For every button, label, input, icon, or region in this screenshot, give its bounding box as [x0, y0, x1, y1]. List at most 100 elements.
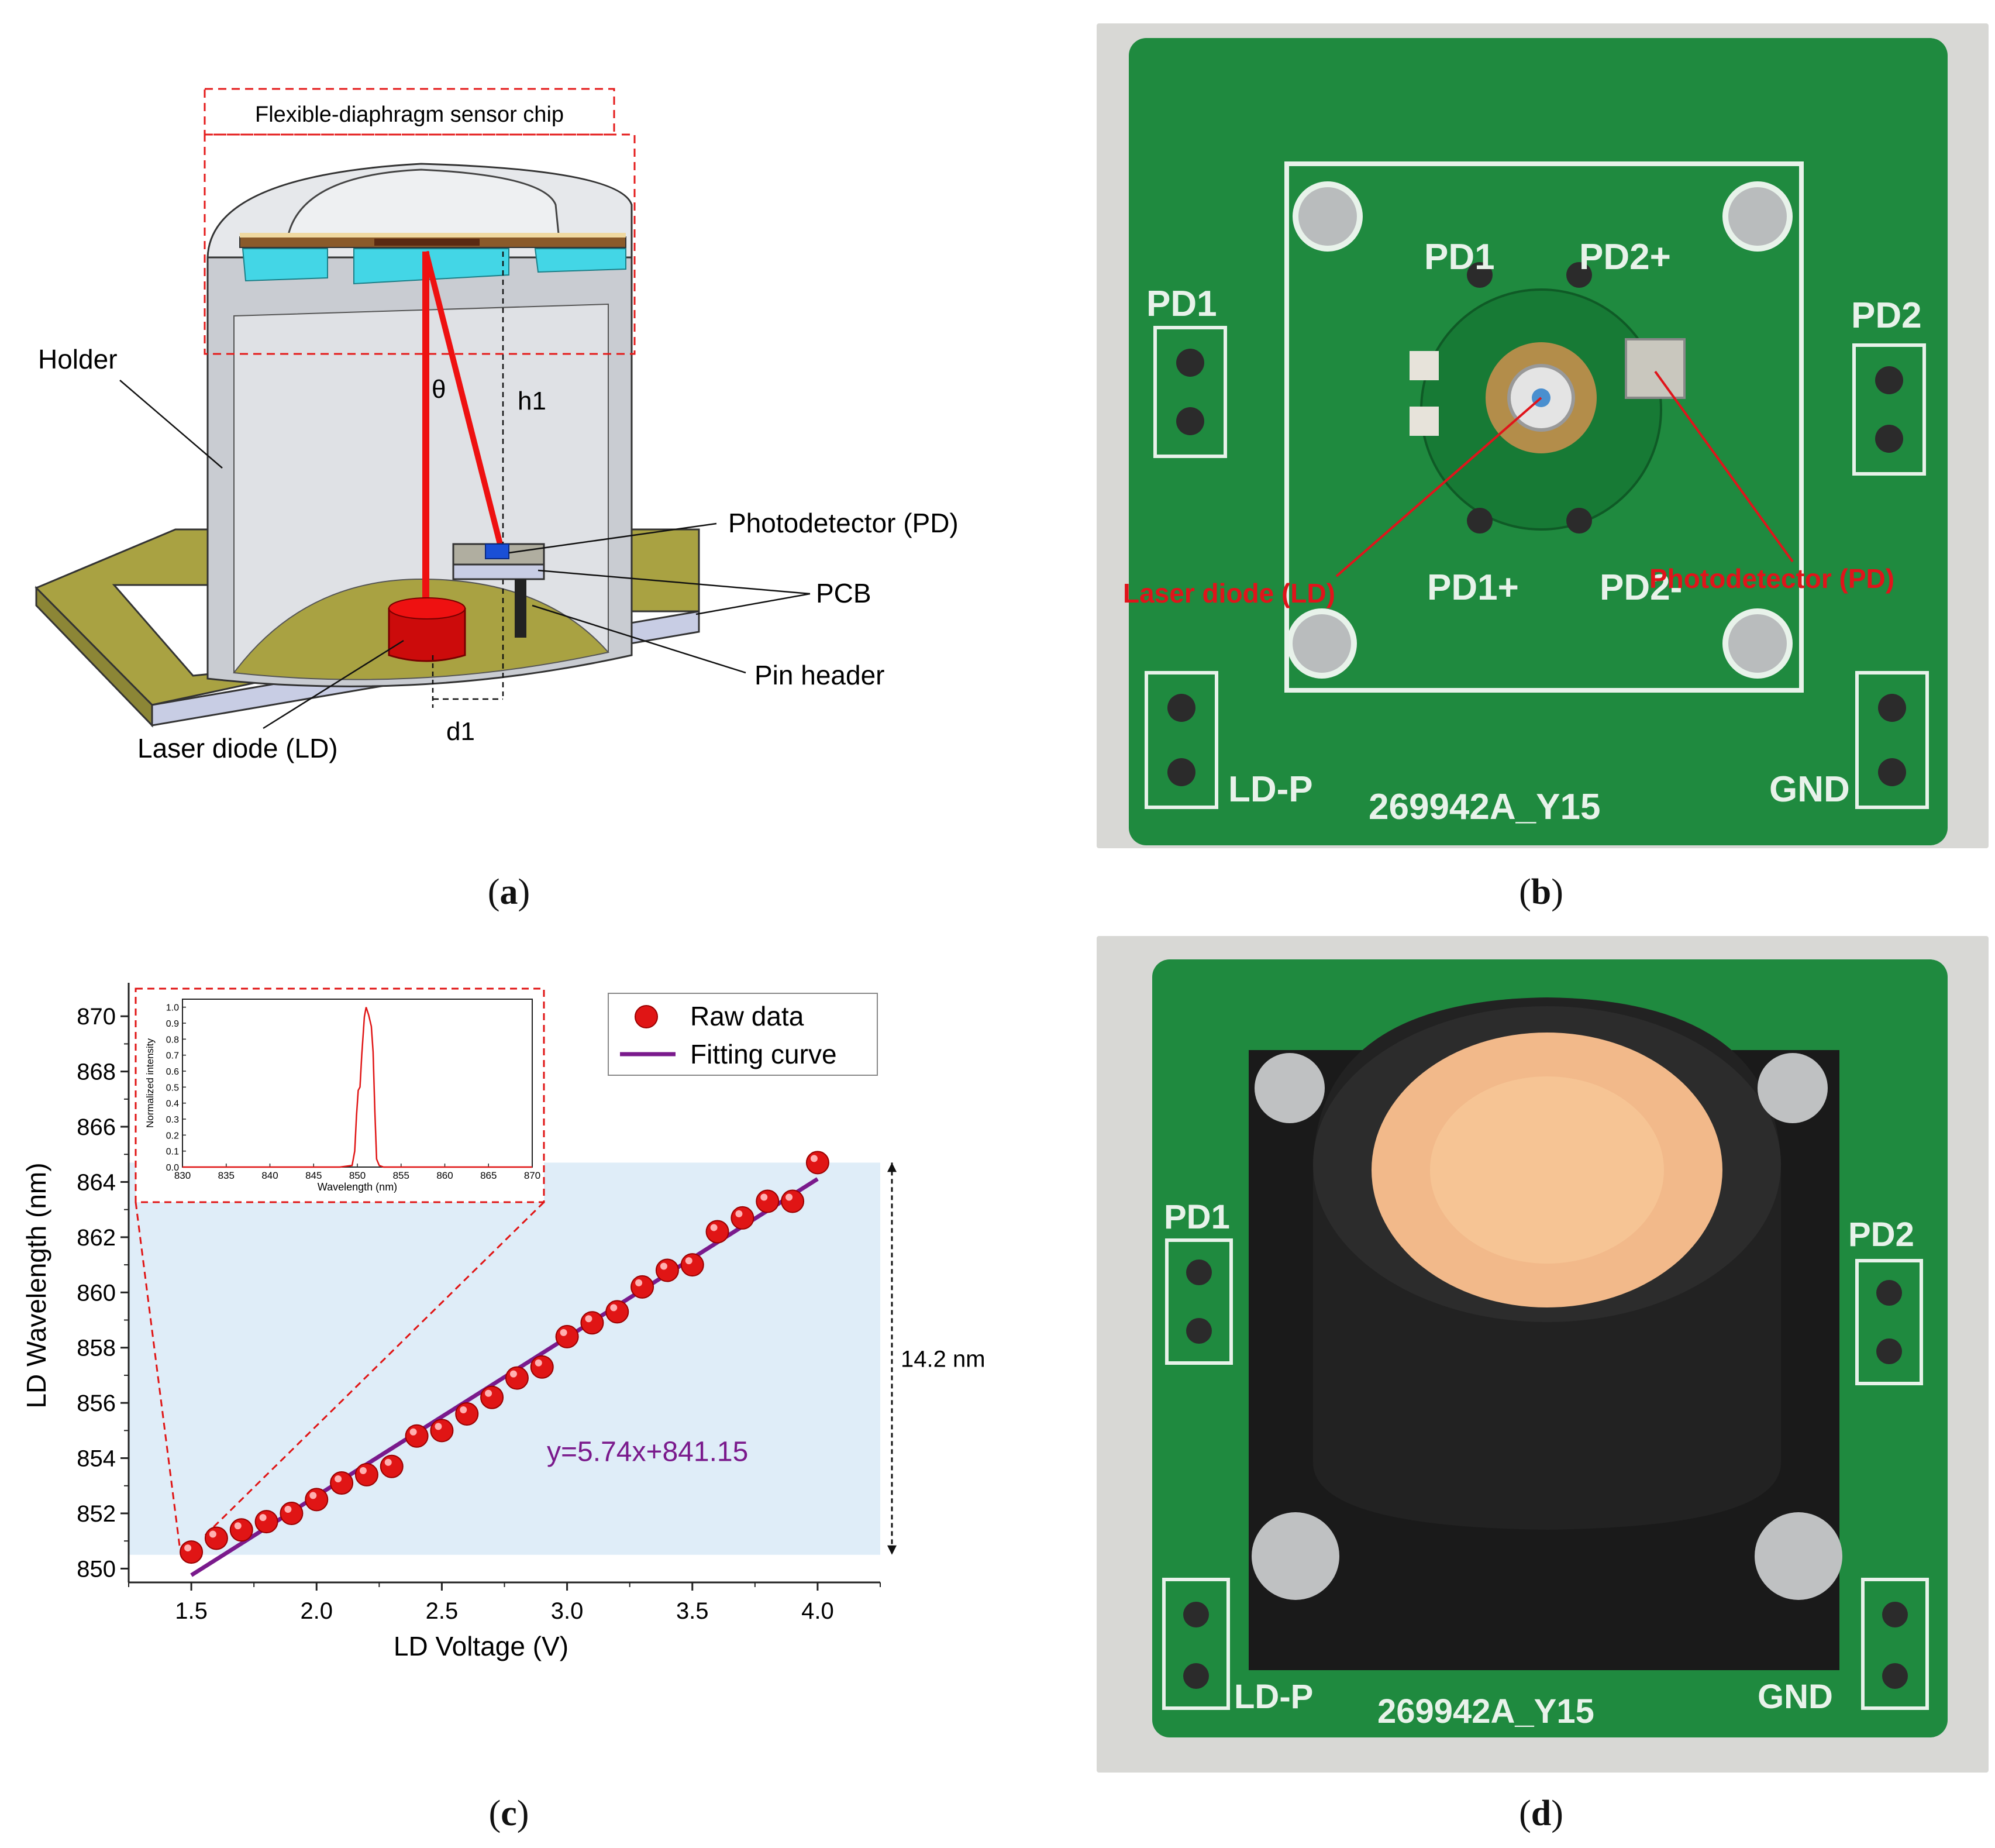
raw-data-point-highlight	[234, 1522, 242, 1530]
x-tick-label: 2.5	[426, 1598, 459, 1624]
raw-data-point-highlight	[685, 1257, 692, 1265]
legend-box	[608, 993, 878, 1076]
raw-data-point	[380, 1454, 404, 1478]
raw-data-point-highlight	[610, 1304, 618, 1312]
raw-data-point-highlight	[284, 1505, 292, 1513]
header-pin	[1186, 1318, 1212, 1344]
y-tick-label: 866	[77, 1114, 116, 1140]
window-left	[242, 248, 328, 282]
pin-header-label: Pin header	[754, 660, 885, 690]
silk-square	[1284, 161, 1804, 693]
sensor-schematic: Flexible-diaphragm sensor chip θ h1 d1 H…	[35, 88, 959, 763]
raw-data-point	[555, 1324, 579, 1348]
raw-data-point-highlight	[635, 1279, 643, 1286]
d1-label: d1	[446, 717, 475, 746]
header-right-top	[1855, 1259, 1923, 1385]
raw-data-point	[480, 1385, 504, 1409]
raw-data-point-highlight	[435, 1423, 442, 1430]
mount-hole-tl	[1293, 181, 1363, 252]
inset-x-tick-label: 835	[218, 1170, 235, 1181]
header-pin	[1875, 366, 1903, 394]
silk-gnd: GND	[1769, 769, 1850, 810]
laser-beam-reflected	[423, 250, 503, 545]
raw-data-point-highlight	[585, 1315, 592, 1323]
x-tick-label: 4.0	[801, 1598, 834, 1624]
laser-diode-top	[388, 597, 466, 620]
x-axis-label: LD Voltage (V)	[394, 1631, 568, 1661]
range-label: 14.2 nm	[901, 1347, 986, 1372]
panel-a-schematic: Flexible-diaphragm sensor chip θ h1 d1 H…	[0, 0, 1018, 866]
raw-data-point	[505, 1366, 529, 1390]
silk-pd2-plus: PD2+	[1579, 237, 1671, 277]
inset-x-tick-label: 840	[261, 1170, 278, 1181]
raw-data-point	[630, 1275, 654, 1299]
y-tick-label: 868	[77, 1059, 116, 1085]
diaphragm-center	[1430, 1076, 1664, 1264]
x-tick-label: 2.0	[300, 1598, 333, 1624]
ld-annotation: Laser diode (LD)	[1123, 578, 1335, 608]
fit-equation: y=5.74x+841.15	[547, 1437, 748, 1468]
header-left-bottom	[1162, 1578, 1230, 1710]
screw	[1758, 1053, 1828, 1123]
raw-data-point	[405, 1424, 429, 1448]
inset-y-tick-label: 0.1	[166, 1147, 179, 1157]
chip-label-box	[204, 88, 615, 136]
inset-x-tick-label: 860	[436, 1170, 453, 1181]
inset-y-tick-label: 0.0	[166, 1163, 179, 1173]
pin-pd1-minus	[1467, 262, 1493, 288]
y-tick-label: 856	[77, 1391, 116, 1416]
header-pin	[1176, 407, 1204, 435]
raw-data-point	[305, 1488, 329, 1512]
raw-data-point-highlight	[660, 1262, 667, 1270]
pcb-photo-d: PD1 PD2 LD-P 269942A_Y15 GND	[1152, 959, 1948, 1737]
header-pin	[1176, 349, 1204, 377]
pd-label: Photodetector (PD)	[728, 508, 959, 538]
raw-data-point	[180, 1540, 204, 1564]
header-pin	[1876, 1338, 1902, 1364]
pcb-photo-b: PD1 PD2 PD1 PD2+ PD1+ PD2- LD-P 269942A_…	[1123, 38, 1948, 845]
pcb-base-side	[35, 586, 153, 728]
header-left-top	[1153, 326, 1227, 458]
pin-pd1-plus	[1467, 508, 1493, 534]
caption-b: (b)	[1519, 872, 1563, 912]
inset-x-tick-label: 855	[393, 1170, 409, 1181]
pd-annotation: Photodetector (PD)	[1649, 563, 1894, 594]
chip-dashed-box	[204, 133, 636, 355]
silk-pd2-minus: PD2-	[1600, 567, 1682, 608]
caption-c: (c)	[488, 1794, 529, 1833]
mount-hole-br	[1722, 608, 1793, 679]
y-tick-label: 860	[77, 1280, 116, 1306]
raw-data-point-highlight	[560, 1329, 567, 1336]
range-arrow-head-top	[887, 1162, 897, 1172]
raw-data-point	[580, 1311, 604, 1335]
pin-pd2-minus	[1566, 508, 1592, 534]
silk-pd2-right: PD2	[1851, 295, 1922, 336]
y-tick-label: 858	[77, 1336, 116, 1361]
inset-y-tick-label: 0.9	[166, 1019, 179, 1029]
raw-data-point-highlight	[535, 1359, 542, 1367]
photodetector-chip	[1625, 338, 1686, 399]
inset-spectrum-line	[182, 1007, 532, 1168]
inset-x-tick-label: 845	[305, 1170, 322, 1181]
mount-hole-bl	[1287, 608, 1357, 679]
h1-label: h1	[518, 387, 546, 415]
raw-data-point	[430, 1419, 454, 1443]
inset-y-tick-label: 0.2	[166, 1131, 179, 1141]
photodetector	[485, 543, 509, 559]
inset-x-tick-label: 850	[349, 1170, 366, 1181]
header-pin	[1186, 1259, 1212, 1285]
x-tick-label: 3.0	[551, 1598, 584, 1624]
header-pin	[1876, 1280, 1902, 1306]
x-tick-label: 1.5	[175, 1598, 208, 1624]
y-tick-label: 862	[77, 1225, 116, 1251]
raw-data-point-highlight	[335, 1475, 342, 1483]
raw-data-point	[680, 1253, 704, 1277]
theta-label: θ	[432, 375, 446, 404]
inset-y-tick-label: 0.4	[166, 1099, 179, 1109]
header-left-top	[1165, 1238, 1233, 1365]
silk-pd2: PD2	[1848, 1216, 1914, 1254]
header-pin	[1882, 1663, 1908, 1689]
silk-gnd: GND	[1758, 1678, 1833, 1716]
